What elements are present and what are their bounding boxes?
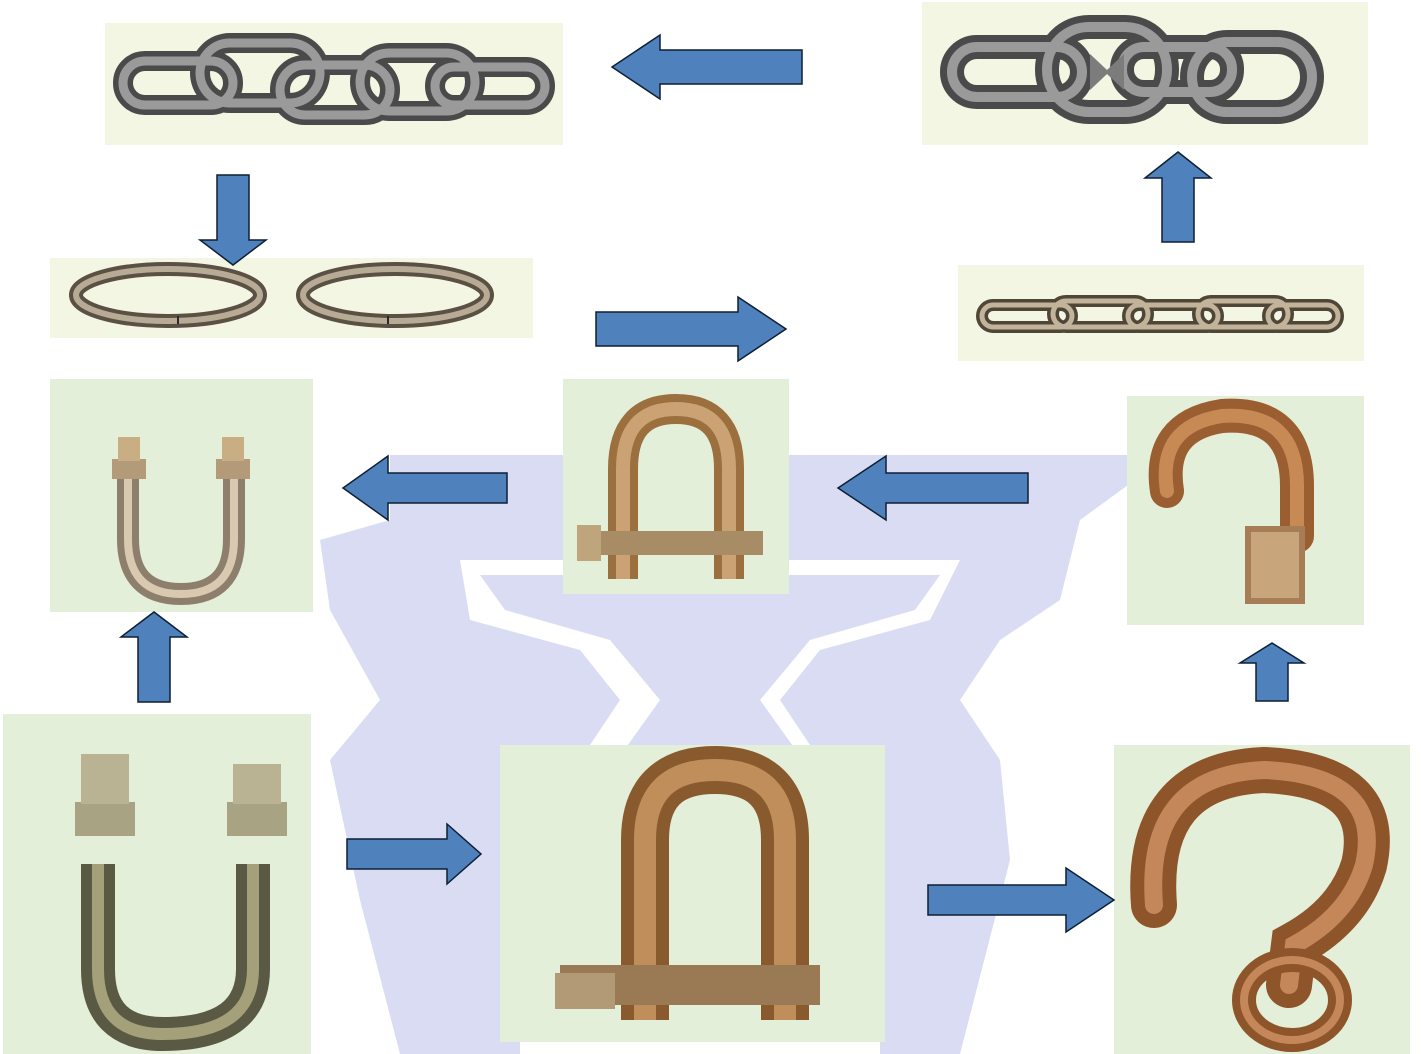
small-u-bolt-panel — [50, 379, 313, 612]
u-bolt-icon — [3, 714, 311, 1054]
shackle-icon — [500, 745, 885, 1042]
large-shackle-panel — [500, 745, 885, 1042]
stud-link-chain-icon — [922, 2, 1368, 145]
stud-link-chain-panel — [922, 2, 1368, 145]
arrow-8-up — [1240, 643, 1304, 701]
open-rings-icon — [50, 258, 533, 338]
arrow-5-left — [343, 456, 507, 520]
arrow-9-right — [347, 824, 481, 884]
arrow-7-up — [121, 612, 187, 702]
hook-icon — [1127, 396, 1364, 625]
arrow-1-left — [612, 35, 802, 99]
eye-hook-icon — [1114, 745, 1410, 1054]
small-chain-icon — [958, 265, 1364, 361]
shackle-icon — [563, 379, 789, 594]
long-link-chain-icon — [105, 23, 563, 145]
open-hook-blank-panel — [1127, 396, 1364, 625]
arrow-2-down — [200, 175, 266, 265]
small-shackle-panel — [563, 379, 789, 594]
arrow-10-right — [928, 868, 1114, 932]
long-link-chain-panel — [105, 23, 563, 145]
arrow-4-up — [1145, 152, 1211, 242]
arrow-3-right — [596, 297, 786, 361]
arrow-6-left — [838, 456, 1028, 520]
u-bolt-icon — [50, 379, 313, 612]
large-u-bolt-panel — [3, 714, 311, 1054]
small-link-chain-panel — [958, 265, 1364, 361]
eye-hook-panel — [1114, 745, 1410, 1054]
split-rings-panel — [50, 258, 533, 338]
